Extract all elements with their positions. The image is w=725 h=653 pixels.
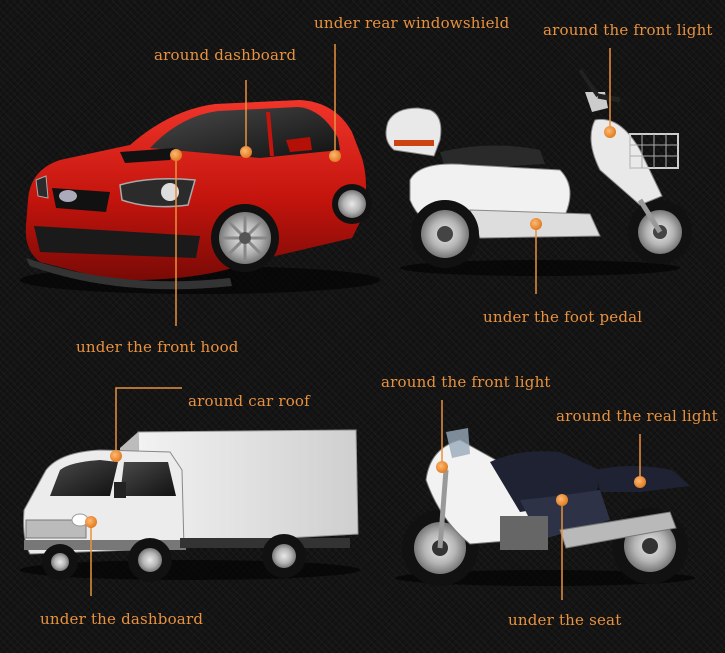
- label-car-rear-windowshield: under rear windowshield: [314, 14, 510, 32]
- label-moto-seat: under the seat: [508, 611, 622, 629]
- dot-moto-seat: [556, 494, 568, 506]
- truck: [20, 429, 360, 582]
- dot-scooter-front-light: [604, 126, 616, 138]
- label-scooter-foot-pedal: under the foot pedal: [483, 308, 643, 326]
- scooter: [385, 68, 692, 276]
- car: [20, 100, 380, 294]
- dot-truck-dashboard: [85, 516, 97, 528]
- label-moto-front-light: around the front light: [381, 373, 551, 391]
- dot-scooter-foot-pedal: [530, 218, 542, 230]
- motorcycle: [395, 428, 695, 586]
- dot-moto-rear-light: [634, 476, 646, 488]
- label-scooter-front-light: around the front light: [543, 21, 713, 39]
- dot-moto-front-light: [436, 461, 448, 473]
- dot-car-rear-windowshield: [329, 150, 341, 162]
- label-truck-dashboard: under the dashboard: [40, 610, 204, 628]
- label-moto-rear-light: around the real light: [556, 407, 718, 425]
- dot-car-front-hood: [170, 149, 182, 161]
- callout-dots: [85, 126, 646, 528]
- callout-lines: [90, 44, 641, 600]
- label-car-dashboard: around dashboard: [154, 46, 297, 64]
- dot-car-dashboard: [240, 146, 252, 158]
- dot-truck-car-roof: [110, 450, 122, 462]
- label-car-front-hood: under the front hood: [76, 338, 239, 356]
- label-truck-car-roof: around car roof: [188, 392, 310, 410]
